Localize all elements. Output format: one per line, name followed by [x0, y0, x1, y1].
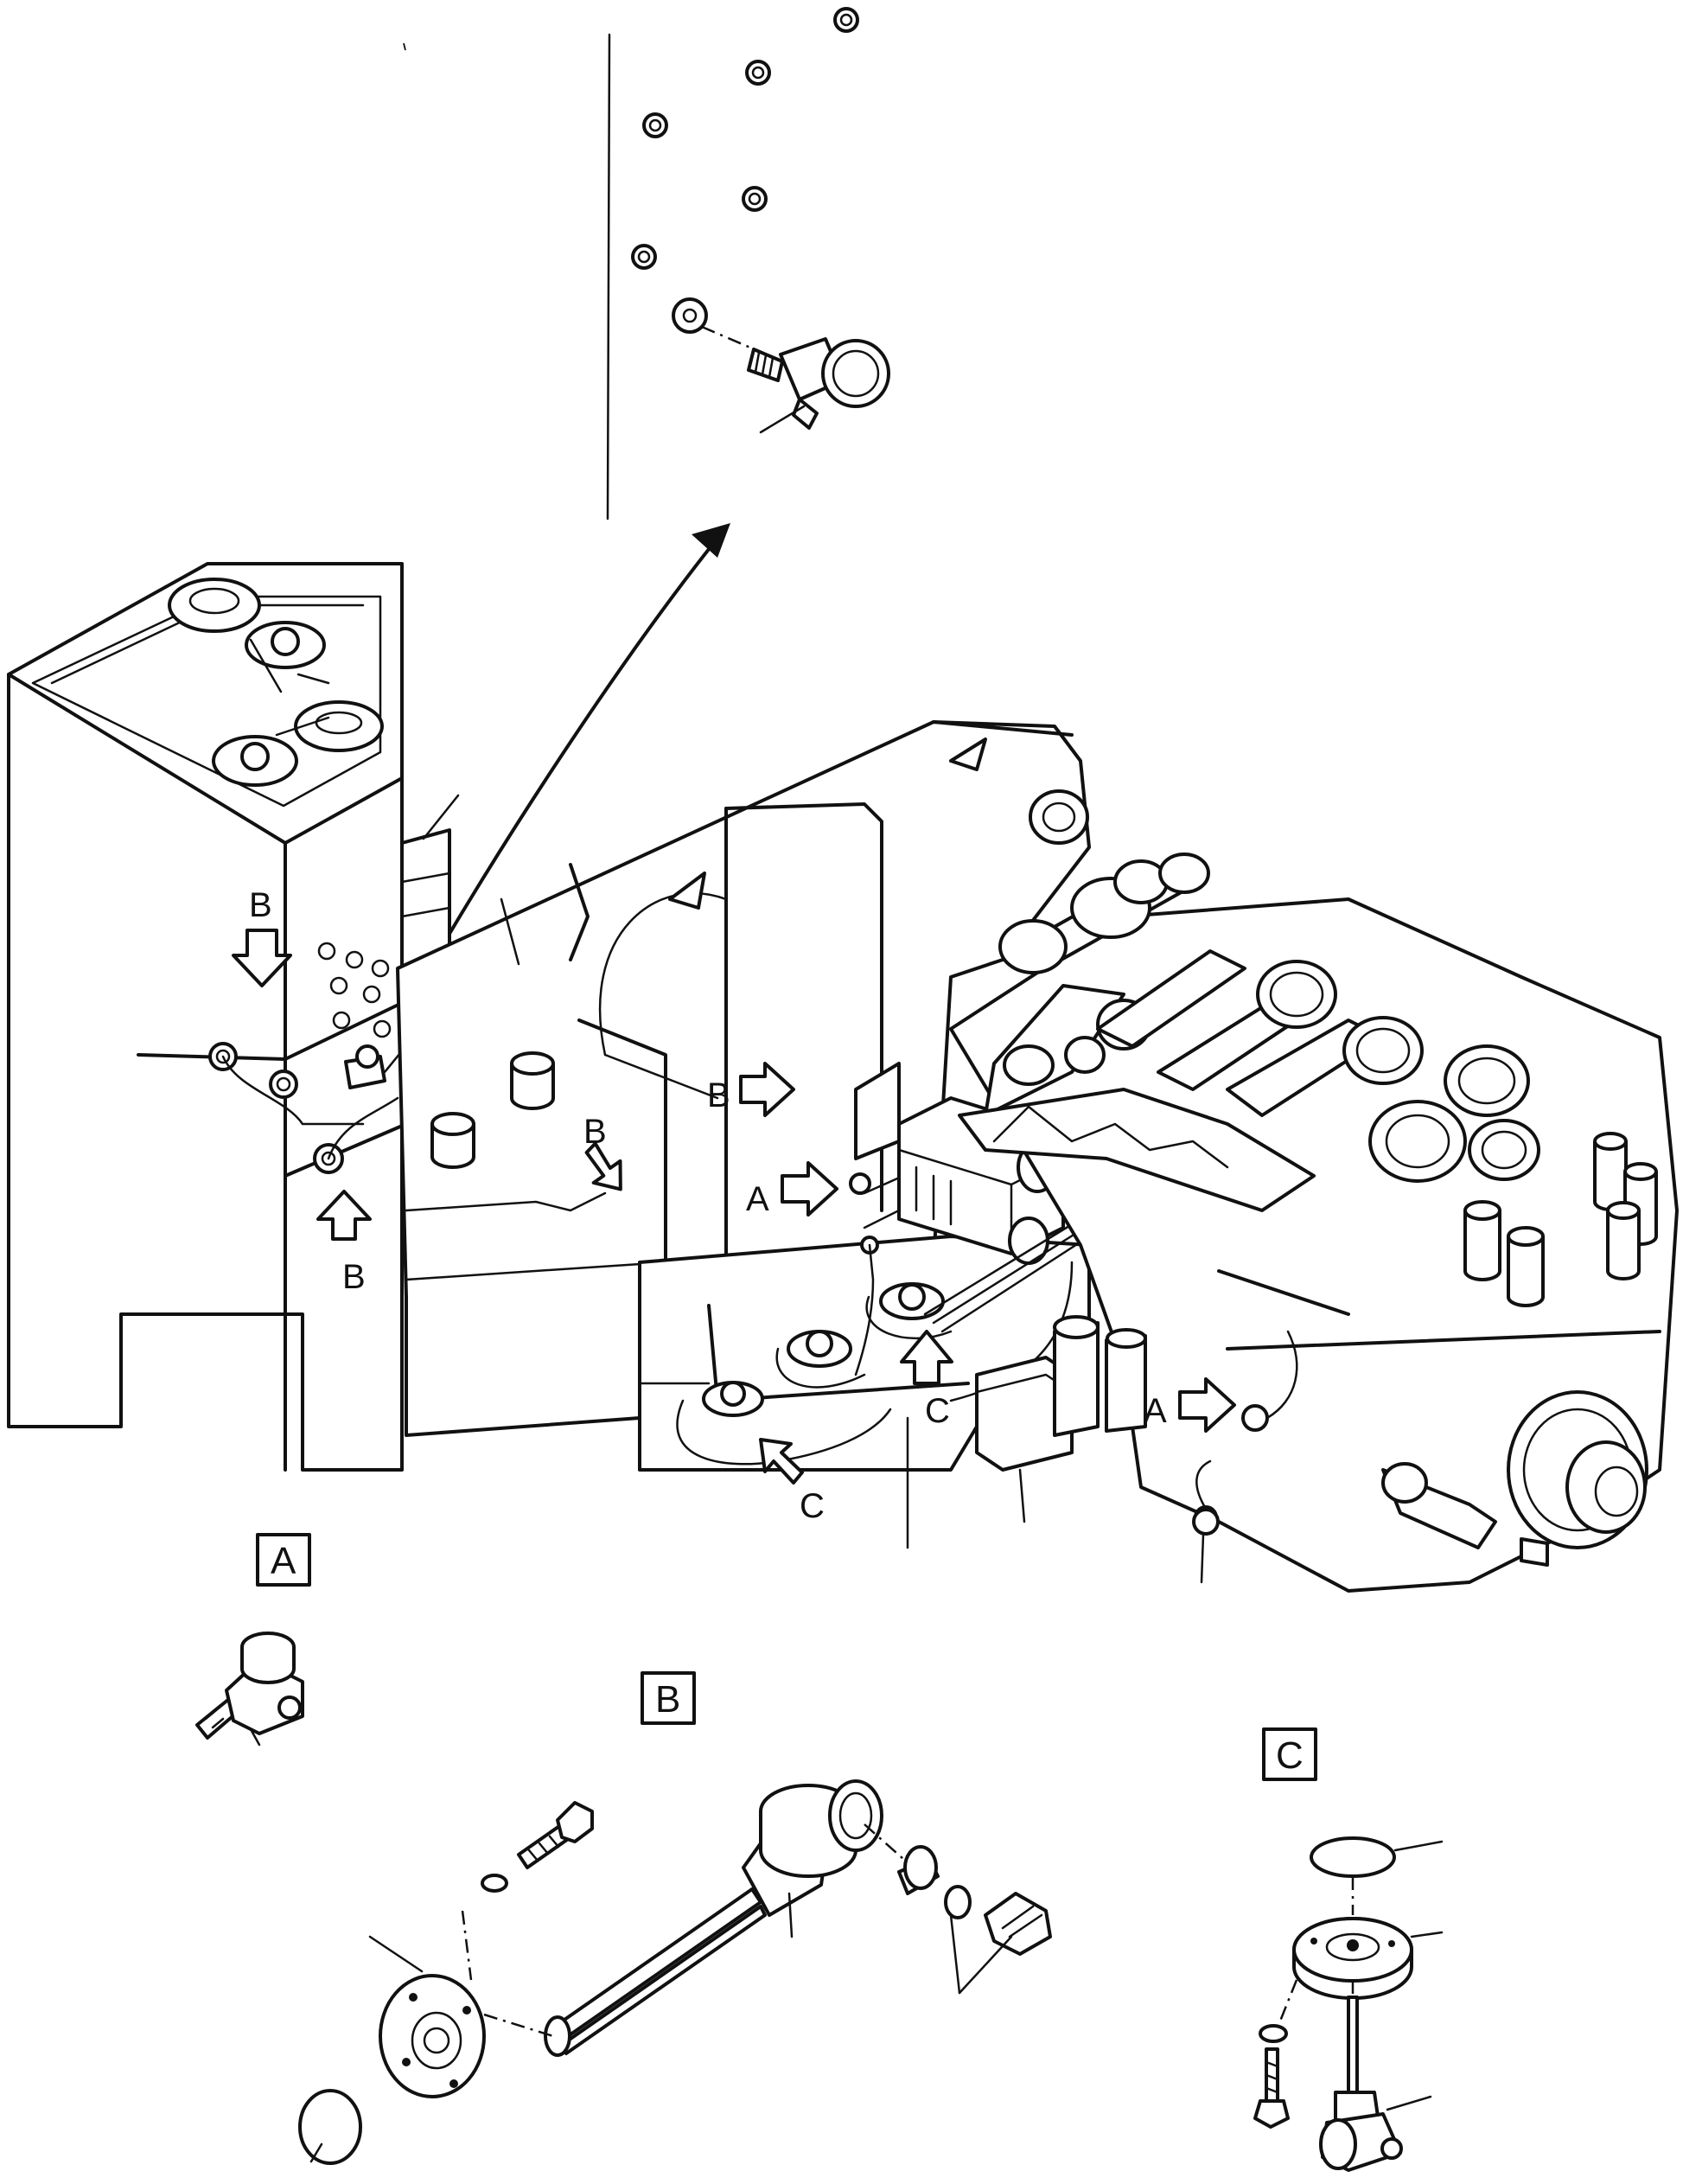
detail-view-b: B [298, 1671, 1052, 2165]
callout-arrowhead [692, 523, 730, 558]
temperature-sensor-tank [269, 1070, 298, 1099]
panel-plug [745, 60, 771, 86]
callout-arrow-c [900, 1330, 953, 1385]
callout-letter-c: C [925, 1392, 950, 1430]
drain-valve-engine [1192, 1508, 1220, 1536]
drain-valve-detail-c [1319, 1996, 1403, 2172]
air-cleaner-cylinders [1256, 960, 1540, 1183]
detail-label-c: C [1276, 1734, 1304, 1777]
pump-block [975, 1315, 1147, 1472]
callout-letter-a: A [746, 1180, 769, 1218]
panel-plug [742, 186, 768, 212]
frame-plug [430, 1112, 475, 1169]
leader-line [249, 1727, 261, 1747]
leader-line [759, 405, 806, 434]
tank-filler-cap [245, 621, 326, 669]
temperature-sensor-engine [1241, 1330, 1298, 1432]
starter-motor [1381, 1462, 1497, 1549]
leader-lines-b [309, 1823, 1013, 2163]
panel-edge-line [606, 33, 611, 520]
callout-letter-b: B [583, 1113, 607, 1151]
drain-valve-detail-a [195, 1632, 304, 1740]
hydraulic-tank [7, 562, 460, 1472]
injector-row [958, 1088, 1316, 1212]
callout-arrow-b [584, 1141, 622, 1191]
tank-filler-cap [168, 578, 261, 633]
detail-view-c: C [1253, 1727, 1444, 2172]
detail-view-a: A [195, 1533, 311, 1747]
leader-line [422, 794, 460, 840]
flange-bolt [517, 1801, 594, 1869]
callout-arrow-c [759, 1438, 804, 1485]
sensor-washer [944, 1885, 972, 1919]
turbo-housing [998, 853, 1210, 974]
drain-valve-tank [344, 1044, 386, 1089]
tank-sight-holes [317, 942, 392, 1038]
swivel-joint [702, 1381, 764, 1417]
frame-plug [510, 1051, 555, 1110]
tank-filler-cap [212, 735, 298, 787]
temperature-sensor-tank [208, 1042, 238, 1071]
drain-valve-top [747, 337, 890, 430]
callout-arrow-b [232, 929, 292, 987]
callout-arrow-b [739, 1062, 795, 1117]
panel-plug [642, 112, 668, 138]
temperature-switch [897, 1845, 940, 1895]
callout-letter-a: A [1144, 1392, 1167, 1430]
tank-filler-cap [294, 700, 384, 752]
immersion-heater [544, 1779, 883, 2057]
callout-arrow-a [1178, 1377, 1236, 1433]
frame-triangle-mark [668, 872, 706, 910]
detail-label-box-c [1262, 1727, 1317, 1781]
cover-bolt [1253, 2047, 1290, 2129]
panel-plug [833, 7, 859, 33]
leader-lines-c [1276, 1840, 1444, 2111]
flange-gasket [298, 2089, 362, 2165]
lock-washer [481, 1874, 508, 1893]
swivel-joint [879, 1282, 945, 1320]
heater-flange [379, 1974, 486, 2098]
callout-arrow-b [316, 1190, 372, 1241]
callout-letter-b: B [249, 886, 272, 924]
detail-label-a: A [271, 1540, 296, 1582]
o-ring [1310, 1836, 1396, 1878]
sensor-plug [984, 1892, 1052, 1956]
detail-label-box-b [641, 1671, 696, 1725]
frame-pin [1029, 789, 1089, 845]
swivel-joint [787, 1330, 852, 1368]
leader-lines-main [906, 1416, 1205, 1584]
engine-pulley [1507, 1390, 1648, 1549]
engine-block [949, 853, 1679, 1593]
callout-letter-c: C [800, 1487, 825, 1525]
callout-letter-b: B [707, 1076, 730, 1114]
filter-cartridges [1463, 1132, 1658, 1307]
detail-label-b: B [655, 1678, 680, 1721]
callout-arrow-a [781, 1161, 838, 1217]
detail-label-box-a [256, 1533, 311, 1587]
frame-triangle-mark [949, 738, 987, 771]
panel-washer [672, 297, 708, 334]
cover-washer [1259, 2024, 1288, 2043]
panel-plug [631, 244, 657, 270]
callout-letter-b: B [342, 1258, 366, 1296]
